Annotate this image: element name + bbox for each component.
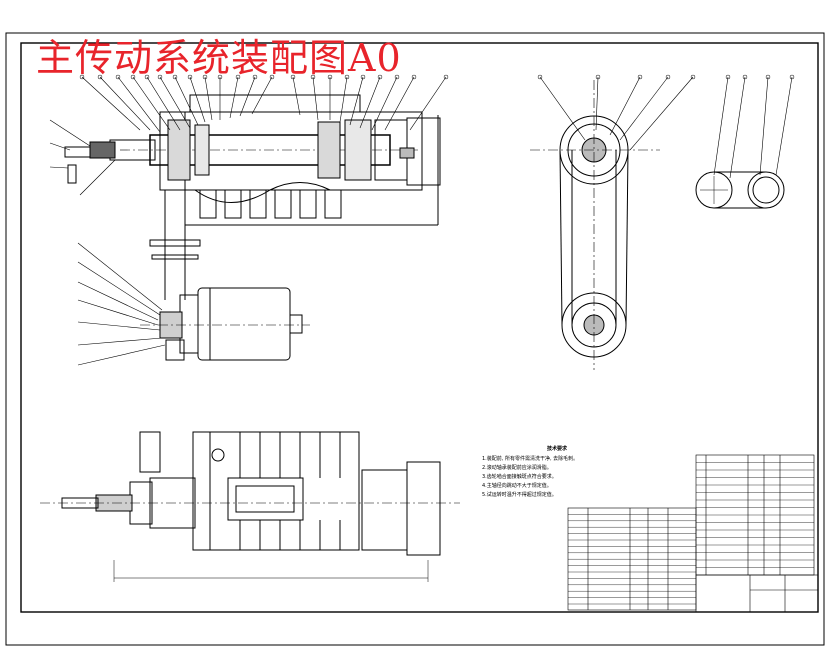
technical-requirements: 技术要求 1.装配前, 所有零件需清洗干净, 去除毛刺。 2.滚动轴承装配前应涂… (482, 445, 632, 500)
belt-drive-view (530, 74, 696, 370)
drawing-title: 主传动系统装配图A0 (36, 36, 402, 80)
headstock-top-view (40, 431, 460, 582)
part-balloons-top (79, 74, 449, 80)
table-rows (568, 462, 814, 605)
part-leaders-top (81, 76, 447, 133)
note-line: 4.主轴径向跳动不大于规定值。 (482, 483, 552, 489)
inner-frame (20, 42, 819, 613)
note-line: 3.齿轮啮合面接触斑点符合要求。 (482, 474, 557, 480)
motor-assembly (140, 287, 310, 361)
outer-border (5, 32, 825, 646)
detail-sections (695, 74, 795, 209)
note-line: 2.滚动轴承装配前应涂润滑脂。 (482, 465, 552, 471)
spindle-assembly-section (64, 94, 441, 300)
note-line: 1.装配前, 所有零件需清洗干净, 去除毛刺。 (482, 456, 579, 462)
part-leaders-left (49, 119, 166, 366)
notes-heading: 技术要求 (546, 446, 567, 452)
note-line: 5.试运转时温升不得超过规定值。 (482, 492, 557, 498)
